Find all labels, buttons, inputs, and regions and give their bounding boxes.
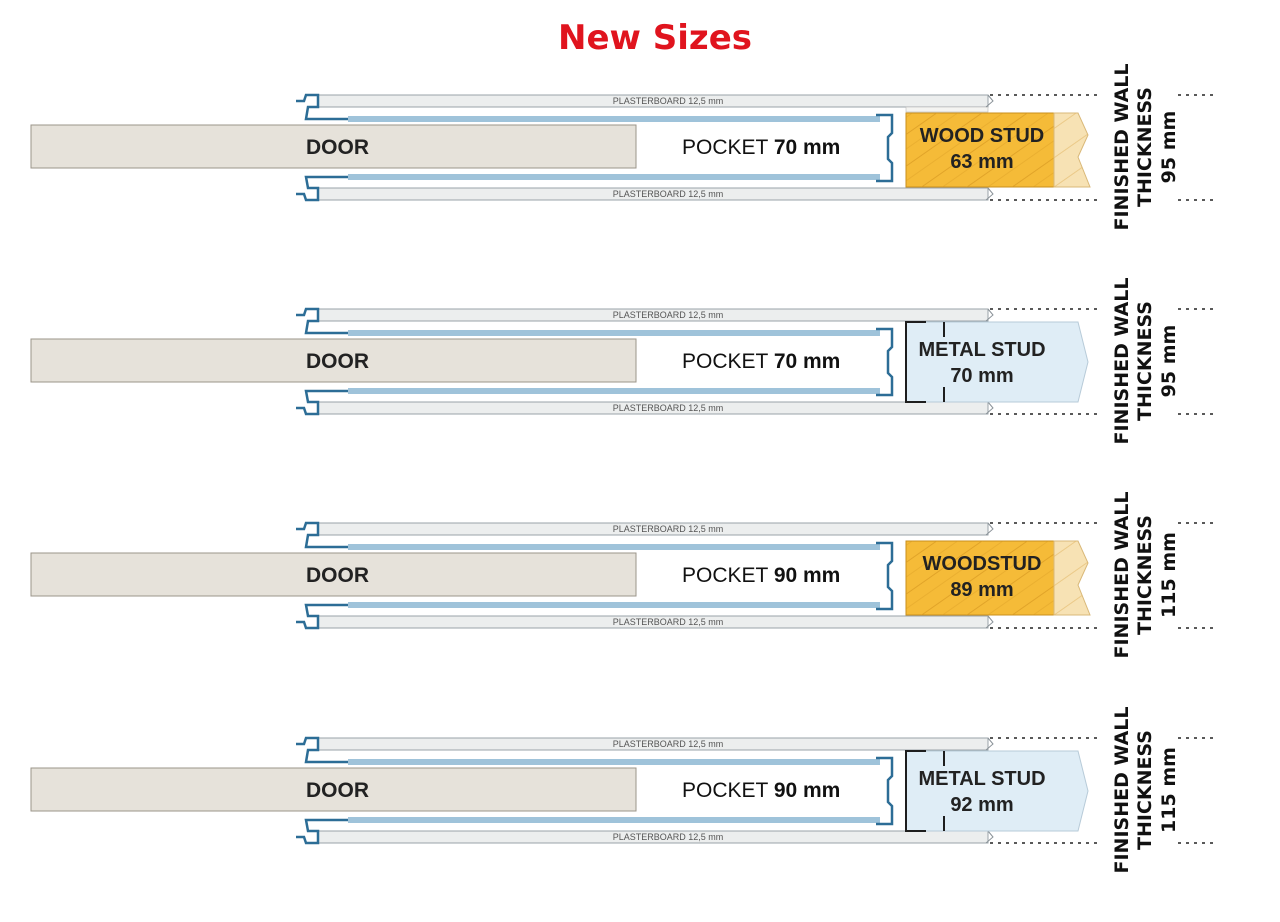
wall-thickness-line1: FINISHED WALL [1111, 707, 1133, 874]
pocket-size: 90 mm [774, 564, 841, 587]
pocket-profile-bottom-left [296, 175, 348, 202]
pocket-end-profile [876, 756, 894, 826]
pocket-size: 90 mm [774, 779, 841, 802]
pocket-end-profile [876, 327, 894, 397]
pocket-profile-top-left [296, 307, 348, 335]
door-panel [30, 552, 637, 597]
break-line [985, 308, 994, 322]
wall-thickness-line1: FINISHED WALL [1111, 278, 1133, 445]
stud-type-label: WOOD STUD [920, 125, 1044, 147]
pocket-profile-bottom-left [296, 818, 348, 845]
break-line [985, 522, 994, 536]
stud-size-label: 63 mm [950, 151, 1013, 173]
plasterboard-bottom-label: PLASTERBOARD 12,5 mm [613, 617, 724, 627]
door-label: DOOR [306, 136, 369, 159]
metal-stud-flange-left [905, 750, 926, 832]
door-panel [30, 124, 637, 169]
plasterboard-bottom-label: PLASTERBOARD 12,5 mm [613, 189, 724, 199]
wood-stud-grain [906, 113, 1054, 187]
wall-thickness-value: 95 mm [1158, 325, 1180, 398]
pocket-size: 70 mm [774, 350, 841, 373]
wall-thickness-line2: THICKNESS [1134, 730, 1156, 850]
pocket-label: POCKET 70 mm [682, 136, 840, 159]
wall-section: PLASTERBOARD 12,5 mm PLASTERBOARD 12,5 mm… [30, 64, 1218, 231]
wall-section: PLASTERBOARD 12,5 mm PLASTERBOARD 12,5 mm… [30, 707, 1218, 874]
metal-stud-flange-left [905, 321, 926, 403]
wood-stud-break-grain [1054, 113, 1090, 187]
wood-stud-grain [906, 541, 1054, 615]
plasterboard-bottom-label: PLASTERBOARD 12,5 mm [613, 403, 724, 413]
pocket-size: 70 mm [774, 136, 841, 159]
break-line [985, 615, 994, 629]
door-panel [30, 338, 637, 383]
door-label: DOOR [306, 350, 369, 373]
break-line [985, 737, 994, 751]
pocket-label-word: POCKET [682, 779, 774, 802]
wall-thickness-line2: THICKNESS [1134, 515, 1156, 635]
stud-size-label: 92 mm [950, 794, 1013, 816]
pocket-label-word: POCKET [682, 136, 774, 159]
wall-thickness-value: 95 mm [1158, 111, 1180, 184]
stud-type-label: WOODSTUD [923, 553, 1042, 575]
break-line [985, 830, 994, 844]
door-panel [30, 767, 637, 812]
door-label: DOOR [306, 779, 369, 802]
wall-thickness-line2: THICKNESS [1134, 301, 1156, 421]
pocket-profile-bottom-left [296, 603, 348, 630]
wall-thickness-line2: THICKNESS [1134, 87, 1156, 207]
pocket-label-word: POCKET [682, 350, 774, 373]
wall-thickness-value: 115 mm [1158, 747, 1180, 833]
wall-section: PLASTERBOARD 12,5 mm PLASTERBOARD 12,5 mm… [30, 278, 1218, 445]
pocket-label: POCKET 70 mm [682, 350, 840, 373]
pocket-profile-top-left [296, 521, 348, 549]
wood-stud-break-grain [1054, 541, 1090, 615]
pocket-label: POCKET 90 mm [682, 564, 840, 587]
break-line [985, 187, 994, 201]
pocket-label: POCKET 90 mm [682, 779, 840, 802]
metal-stud [905, 750, 1089, 832]
stud-size-label: 89 mm [950, 579, 1013, 601]
wall-thickness-line1: FINISHED WALL [1111, 64, 1133, 231]
door-label: DOOR [306, 564, 369, 587]
plasterboard-bottom-label: PLASTERBOARD 12,5 mm [613, 832, 724, 842]
pocket-end-profile [876, 541, 894, 611]
pocket-profile-bottom-left [296, 389, 348, 416]
stud-type-label: METAL STUD [918, 339, 1045, 361]
page-title: New Sizes [558, 18, 752, 58]
stud-size-label: 70 mm [950, 365, 1013, 387]
wall-section: PLASTERBOARD 12,5 mm PLASTERBOARD 12,5 mm… [30, 492, 1218, 659]
plasterboard-strip [905, 106, 989, 113]
pocket-label-word: POCKET [682, 564, 774, 587]
pocket-profile-top-left [296, 93, 348, 121]
plasterboard-top-label: PLASTERBOARD 12,5 mm [613, 310, 724, 320]
metal-stud [905, 321, 1089, 403]
plasterboard-top-label: PLASTERBOARD 12,5 mm [613, 96, 724, 106]
stud-type-label: METAL STUD [918, 768, 1045, 790]
pocket-profile-top-left [296, 736, 348, 764]
break-line [985, 94, 994, 108]
plasterboard-top-label: PLASTERBOARD 12,5 mm [613, 524, 724, 534]
wall-thickness-value: 115 mm [1158, 532, 1180, 618]
pocket-end-profile [876, 113, 894, 183]
plasterboard-top-label: PLASTERBOARD 12,5 mm [613, 739, 724, 749]
break-line [985, 401, 994, 415]
wall-thickness-line1: FINISHED WALL [1111, 492, 1133, 659]
